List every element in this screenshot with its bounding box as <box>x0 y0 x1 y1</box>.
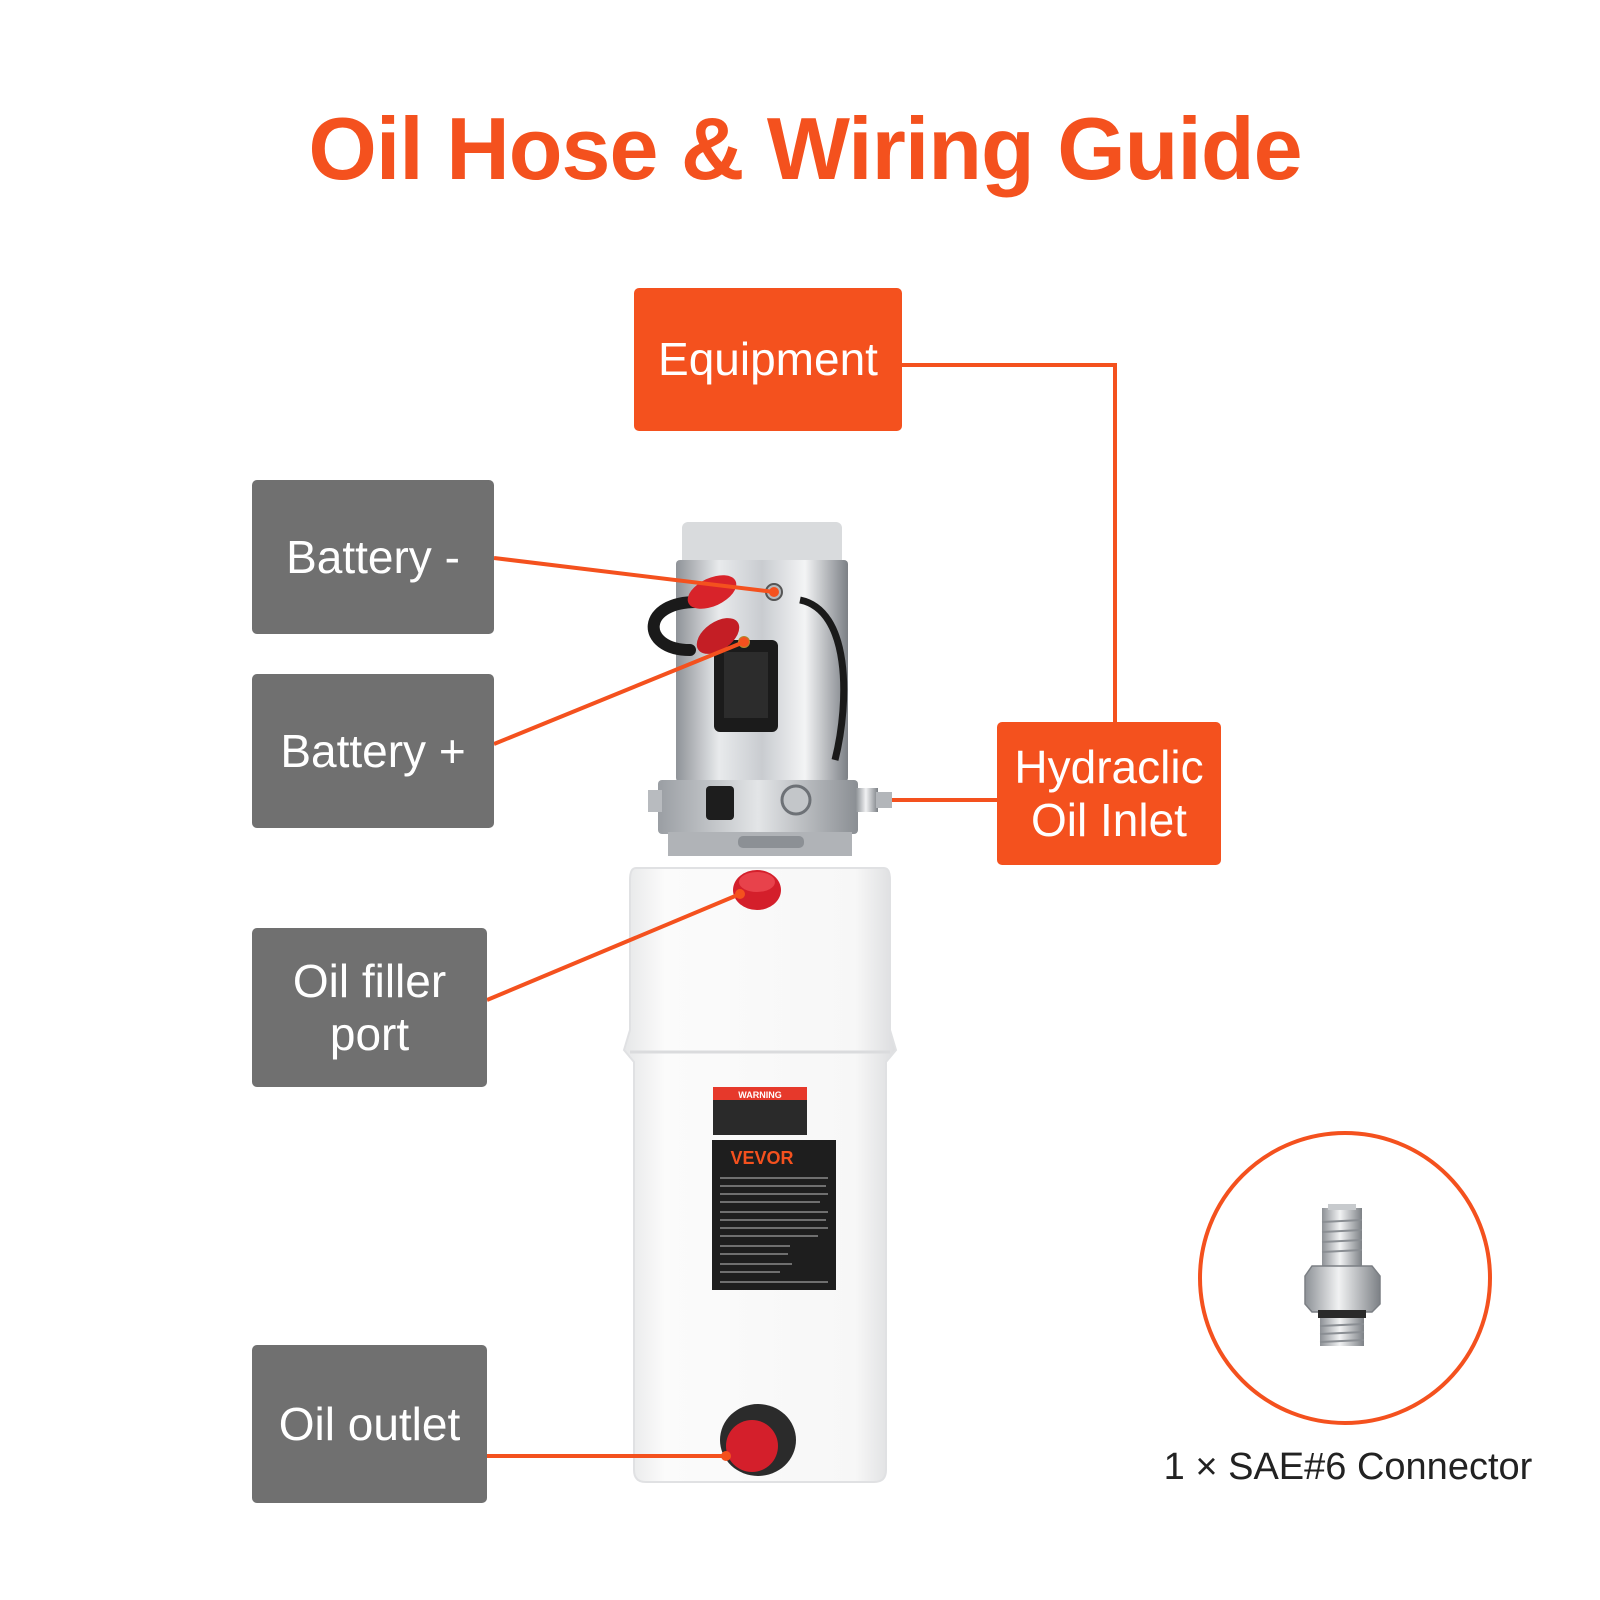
battery-negative-label: Battery - <box>252 480 494 634</box>
pump-block <box>648 780 892 856</box>
oil-outlet-cap <box>726 1420 778 1472</box>
red-terminal-cap-pos <box>696 618 740 654</box>
valve-block <box>658 780 858 834</box>
hydraulic-oil-inlet-label: Hydraclic Oil Inlet <box>997 722 1221 865</box>
nameplate-text-lines <box>720 1177 828 1283</box>
connector-hex-nut <box>1304 1265 1381 1313</box>
hydraulic-label-line2: Oil Inlet <box>1031 793 1187 846</box>
connector-inset <box>1198 1131 1492 1425</box>
leader-lines <box>486 363 1117 1458</box>
cable-gland <box>706 786 734 820</box>
black-cable <box>647 595 706 656</box>
leader-battery-pos <box>493 640 745 746</box>
solenoid-face <box>724 652 768 718</box>
oil-outlet-label: Oil outlet <box>252 1345 487 1503</box>
brand-logo: VEVOR <box>730 1148 793 1168</box>
connector-flare <box>1328 1204 1356 1210</box>
hydraulic-label-line1: Hydraclic <box>1014 740 1204 793</box>
relief-valve <box>780 784 812 816</box>
connector-lower-thread-lines <box>1319 1323 1365 1343</box>
warning-header <box>713 1087 807 1100</box>
connector-caption: 1 × SAE#6 Connector <box>1163 1446 1533 1488</box>
leader-battery-neg <box>493 556 775 594</box>
warning-text: WARNING <box>738 1090 782 1100</box>
page-title: Oil Hose & Wiring Guide <box>308 99 1302 198</box>
inlet-fitting-tip <box>876 792 892 808</box>
battery-positive-label: Battery + <box>252 674 494 828</box>
left-fitting <box>648 790 662 812</box>
equipment-label: Equipment <box>634 288 902 431</box>
leader-dots <box>721 587 779 1461</box>
spec-labels: WARNING VEVOR <box>712 1087 836 1290</box>
leader-equipment <box>902 363 1117 722</box>
black-cable-right <box>799 596 848 761</box>
inlet-fitting <box>856 788 878 812</box>
oil-filler-port-label: Oil filler port <box>252 928 487 1087</box>
filler-cap-top <box>739 872 775 892</box>
leader-oil-filler <box>486 892 741 1002</box>
connector-o-ring <box>1318 1310 1366 1318</box>
nameplate <box>712 1140 836 1290</box>
connector-thread-lines <box>1321 1219 1363 1253</box>
hose-clamp <box>738 836 804 848</box>
filler-label-line1: Oil filler <box>292 954 447 1007</box>
filler-label-line2: port <box>329 1007 410 1060</box>
